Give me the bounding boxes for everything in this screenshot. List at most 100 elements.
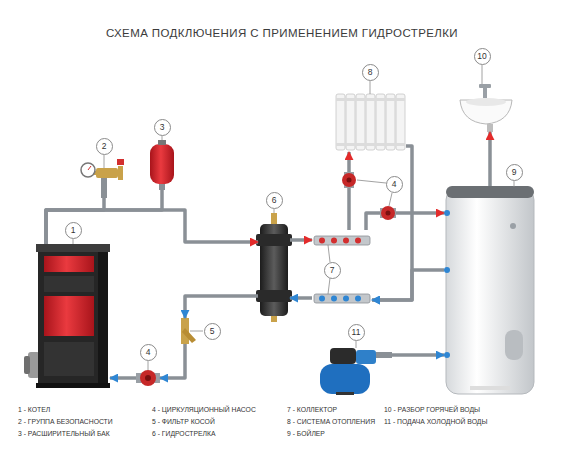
callout-number: 10	[474, 48, 491, 65]
hydraulic-separator-illustration	[271, 316, 277, 322]
boiler-illustration	[36, 244, 110, 252]
component-box: 10	[458, 80, 514, 132]
radiator-illustration	[346, 94, 355, 150]
pump-station-illustration	[356, 350, 376, 364]
pipe-connector	[372, 146, 412, 300]
pump-station-illustration	[330, 348, 356, 364]
safety-group-illustration	[81, 163, 95, 177]
manifold-illustration	[314, 294, 370, 303]
pump-illustration	[386, 211, 391, 216]
component-box: 4	[136, 368, 160, 388]
expansion-tank-illustration	[150, 140, 174, 190]
component-box: 2	[88, 158, 124, 198]
water-heater-illustration	[444, 267, 450, 273]
boiler-illustration	[38, 250, 108, 386]
radiator-illustration	[366, 94, 375, 150]
callout-number: 3	[154, 119, 171, 136]
legend-item: 8 - СИСТЕМА ОТОПЛЕНИЯ	[287, 418, 375, 425]
callout-number: 7	[324, 262, 341, 279]
radiator-illustration	[336, 94, 345, 150]
hydraulic-separator-illustration	[256, 213, 292, 322]
water-heater-illustration	[505, 330, 523, 360]
sink-illustration	[466, 98, 506, 106]
pump-station-illustration	[320, 348, 392, 395]
pipe-connector	[372, 270, 444, 300]
component-box: 6	[258, 222, 290, 318]
leader-line	[514, 181, 515, 187]
leader-line	[162, 136, 163, 140]
boiler-illustration	[44, 342, 94, 376]
pipe-connector	[46, 210, 258, 244]
water-heater-illustration	[446, 186, 534, 198]
pipe-connector	[392, 353, 444, 357]
leader-line	[73, 65, 514, 370]
safety-group-illustration	[81, 159, 124, 198]
leader-line	[370, 81, 371, 94]
callout-number: 4	[386, 176, 403, 193]
hydraulic-separator-illustration	[271, 213, 277, 224]
component-box: 1	[36, 244, 110, 386]
boiler-illustration	[98, 250, 108, 386]
pump-station-illustration	[336, 392, 354, 395]
manifold-illustration	[314, 236, 370, 245]
boiler-illustration	[36, 383, 110, 388]
legend-item: 5 - ФИЛЬТР КОСОЙ	[152, 418, 215, 425]
callout-number: 5	[204, 323, 221, 340]
component-box: 7	[312, 230, 372, 306]
pump-illustration	[381, 206, 395, 220]
pump-illustration	[140, 370, 156, 386]
pump-illustration	[145, 375, 151, 381]
leader-line	[389, 193, 392, 206]
water-heater-illustration	[470, 386, 510, 390]
boiler-illustration	[44, 256, 94, 272]
pipe-connector	[160, 344, 185, 378]
pump-illustration	[136, 370, 160, 386]
callout-number: 8	[362, 64, 379, 81]
safety-group-illustration	[96, 168, 118, 178]
callout-number: 9	[506, 164, 523, 181]
hydraulic-separator-illustration	[256, 290, 292, 302]
radiator-illustration	[376, 94, 385, 150]
component-box: 9	[444, 186, 536, 396]
pump-illustration	[380, 206, 396, 220]
manifold-illustration	[355, 296, 361, 302]
expansion-tank-illustration	[158, 140, 166, 145]
manifold-illustration	[319, 296, 325, 302]
boiler-illustration	[44, 276, 94, 292]
callout-number: 1	[65, 222, 82, 239]
legend-item: 7 - КОЛЛЕКТОР	[287, 406, 337, 413]
leader-line	[73, 239, 74, 244]
legend-item: 2 - ГРУППА БЕЗОПАСНОСТИ	[18, 418, 113, 425]
pipe-connector	[185, 296, 258, 318]
boiler-illustration	[24, 244, 110, 388]
expansion-tank-illustration	[150, 144, 174, 184]
pipe-connector	[290, 296, 312, 300]
component-box: 5	[178, 318, 198, 344]
legend-item: 1 - КОТЕЛ	[18, 406, 50, 413]
radiator-illustration	[386, 94, 395, 150]
safety-group-illustration	[117, 159, 124, 165]
manifold-illustration	[314, 236, 370, 303]
pump-illustration	[342, 172, 356, 188]
callout-number: 11	[348, 324, 365, 341]
leader-line	[190, 331, 203, 332]
manifold-illustration	[331, 238, 337, 244]
leader-line	[357, 180, 386, 183]
pump-station-illustration	[376, 352, 392, 358]
leader-line	[274, 209, 275, 213]
water-heater-illustration	[444, 186, 534, 394]
component-box: 8	[334, 92, 406, 152]
water-heater-illustration	[446, 188, 534, 394]
pump-illustration	[342, 173, 356, 187]
sink-illustration	[487, 124, 493, 132]
component-box: 11	[318, 345, 392, 395]
hydraulic-separator-illustration	[256, 234, 292, 246]
legend-item: 4 - ЦИРКУЛЯЦИОННЫЙ НАСОС	[152, 406, 256, 413]
safety-group-illustration	[118, 166, 123, 180]
leader-line	[482, 65, 483, 84]
manifold-illustration	[355, 238, 361, 244]
pipe-connector	[488, 132, 492, 186]
